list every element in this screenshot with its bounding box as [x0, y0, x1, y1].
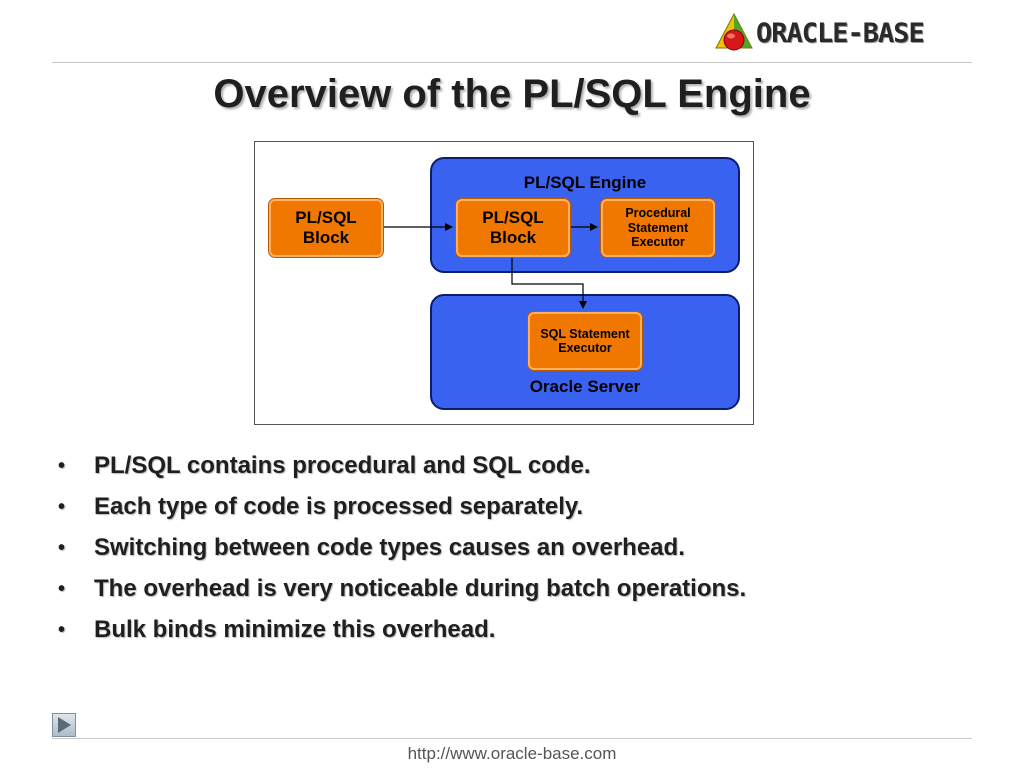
oracle-base-logo: ORACLE-BASE — [712, 10, 972, 58]
footer-divider — [52, 738, 972, 739]
logo-text: ORACLE-BASE — [756, 18, 925, 49]
sql-statement-executor: SQL Statement Executor — [528, 312, 642, 370]
bullet-glyph: • — [58, 455, 66, 477]
bullet-item: • The overhead is very noticeable during … — [58, 571, 998, 612]
bullet-glyph: • — [58, 496, 66, 518]
bullet-glyph: • — [58, 578, 66, 600]
diagram-connectors — [383, 223, 598, 309]
bullet-glyph: • — [58, 537, 66, 559]
bullet-text: PL/SQL contains procedural and SQL code. — [94, 452, 591, 479]
bullet-text: Bulk binds minimize this overhead. — [94, 616, 496, 643]
header-divider — [52, 62, 972, 63]
slide-title: Overview of the PL/SQL Engine — [213, 72, 811, 116]
plsql-engine-label: PL/SQL Engine — [523, 173, 647, 192]
bullet-item: • PL/SQL contains procedural and SQL code… — [58, 448, 998, 489]
arrow-inner-to-sql-executor — [511, 256, 587, 309]
bullet-item: • Switching between code types causes an … — [58, 530, 998, 571]
bullet-glyph: • — [58, 619, 66, 641]
bullet-text: Switching between code types causes an o… — [94, 534, 685, 561]
footer-url[interactable]: http://www.oracle-base.com — [407, 744, 617, 763]
bullet-text: The overhead is very noticeable during b… — [94, 575, 747, 602]
bullet-list: • PL/SQL contains procedural and SQL code… — [58, 448, 998, 653]
oracle-server-label: Oracle Server — [529, 377, 641, 396]
next-slide-button[interactable] — [52, 713, 76, 737]
outer-plsql-block: PL/SQL Block — [269, 199, 383, 257]
play-arrow-icon — [58, 717, 71, 733]
bullet-item: • Bulk binds minimize this overhead. — [58, 612, 998, 653]
inner-plsql-block: PL/SQL Block — [456, 199, 570, 257]
logo-emblem-icon — [715, 12, 753, 51]
procedural-statement-executor: Procedural Statement Executor — [601, 199, 715, 257]
bullet-text: Each type of code is processed separatel… — [94, 493, 584, 520]
plsql-engine-diagram: PL/SQL Engine Oracle Server PL/SQL Block… — [254, 141, 754, 425]
bullet-item: • Each type of code is processed separate… — [58, 489, 998, 530]
